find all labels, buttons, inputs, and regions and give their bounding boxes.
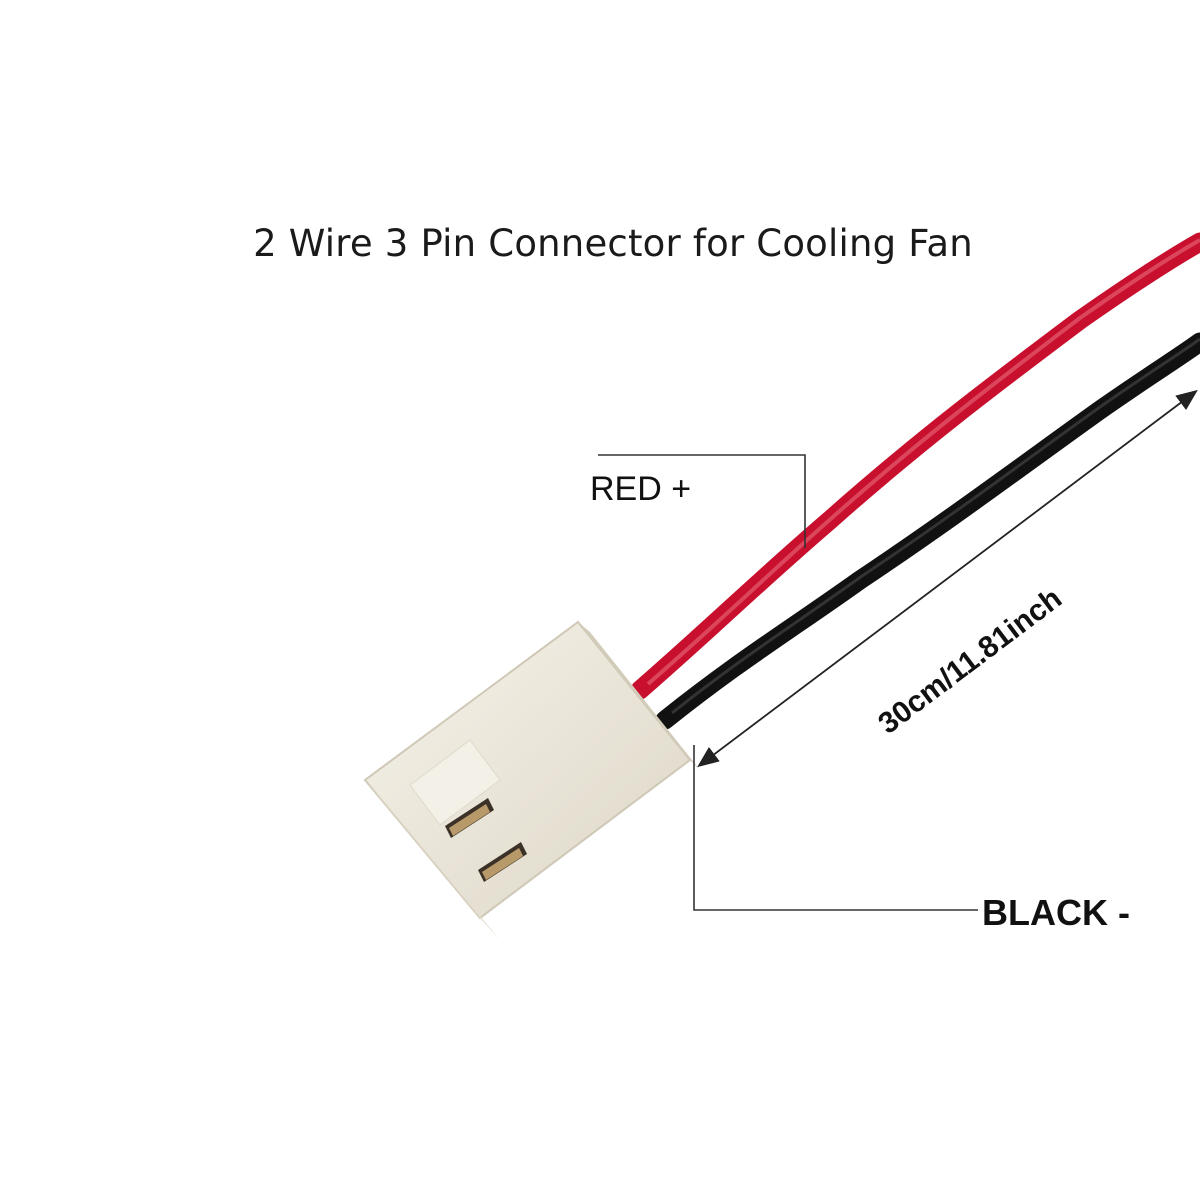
connector-pins (445, 798, 527, 882)
connector-housing (363, 620, 700, 940)
red-wire-label: RED + (590, 470, 691, 508)
page-title: 2 Wire 3 Pin Connector for Cooling Fan (253, 222, 973, 265)
black-wire-label: BLACK - (982, 892, 1130, 933)
length-label: 30cm/11.81inch (872, 582, 1068, 741)
black-wire (655, 332, 1200, 730)
length-arrow (697, 389, 1198, 768)
red-wire (630, 232, 1200, 700)
black-leader-line (693, 745, 978, 911)
